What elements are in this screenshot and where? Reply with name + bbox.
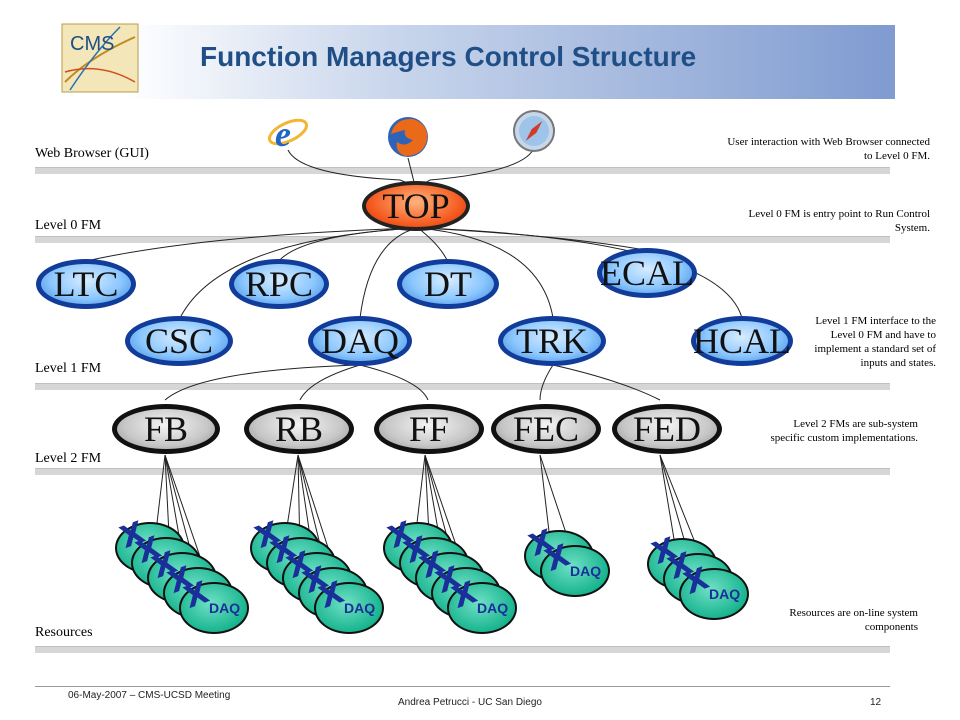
top-to-dt-line (417, 227, 449, 263)
cms-logo: CMS (60, 22, 140, 94)
note-level1: Level 1 FM interface to the Level 0 FM a… (814, 315, 936, 369)
internet-explorer-icon[interactable]: e (266, 110, 310, 154)
level2-label: Level 2 FM (35, 451, 102, 466)
header-bar (55, 25, 895, 99)
top-to-daq-line (359, 227, 418, 319)
csc-node[interactable]: CSC (125, 316, 233, 366)
resource-label: DAQ (209, 600, 241, 616)
resource-label: DAQ (344, 600, 376, 616)
fb-node[interactable]: FB (112, 404, 220, 454)
rb-node[interactable]: RB (244, 404, 354, 454)
web-band (35, 167, 890, 174)
fed-node[interactable]: FED (612, 404, 722, 454)
dt-node[interactable]: DT (397, 259, 499, 309)
note-level2: Level 2 FMs are sub-system specific cust… (770, 418, 918, 444)
ltc-node[interactable]: LTC (36, 259, 136, 309)
trk-node[interactable]: TRK (498, 316, 606, 366)
note-web: User interaction with Web Browser connec… (727, 136, 930, 162)
safari-icon[interactable] (511, 108, 557, 154)
top-to-csc-line (179, 227, 416, 319)
rpc-node[interactable]: RPC (229, 259, 329, 309)
daq-to-fb-line (164, 364, 361, 401)
page-title: Function Managers Control Structure (200, 41, 697, 72)
level1-label: Level 1 FM (35, 361, 102, 376)
hcal-node[interactable]: HCAL (691, 316, 793, 366)
resources-band (35, 646, 890, 653)
top-to-ltc-line (81, 227, 416, 263)
web-browser-label: Web Browser (GUI) (35, 146, 149, 161)
daq-node[interactable]: DAQ (308, 316, 412, 366)
top-to-rpc-line (277, 227, 416, 263)
level2-band (35, 468, 890, 475)
page-number: 12 (870, 697, 882, 708)
footer-rule (35, 686, 890, 687)
svg-text:e: e (275, 114, 291, 154)
note-level0: Level 0 FM is entry point to Run Control… (748, 208, 931, 234)
daq-to-rb-line (299, 364, 361, 401)
footer-author: Andrea Petrucci - UC San Diego (398, 697, 542, 708)
ie-to-top-line (287, 149, 416, 187)
trk-to-fec-line (539, 364, 554, 401)
top-to-trk-line (418, 227, 554, 319)
fec-node[interactable]: FEC (491, 404, 601, 454)
svg-text:CMS: CMS (70, 33, 114, 55)
firefox-icon[interactable] (385, 114, 431, 160)
ff-node[interactable]: FF (374, 404, 484, 454)
level0-band (35, 236, 890, 243)
level1-band (35, 383, 890, 390)
top-node[interactable]: TOP (362, 181, 470, 231)
note-resources: Resources are on-line system components (789, 607, 918, 633)
trk-to-fed-line (552, 364, 661, 401)
level0-label: Level 0 FM (35, 218, 102, 233)
ecal-node[interactable]: ECAL (597, 248, 697, 298)
resource-label: DAQ (570, 563, 602, 579)
safari-to-top-line (419, 149, 534, 187)
resource-label: DAQ (709, 586, 741, 602)
resources-label: Resources (35, 625, 93, 640)
footer-date: 06-May-2007 – CMS-UCSD Meeting (68, 690, 231, 701)
resource-label: DAQ (477, 600, 509, 616)
daq-to-ff-line (359, 364, 429, 401)
